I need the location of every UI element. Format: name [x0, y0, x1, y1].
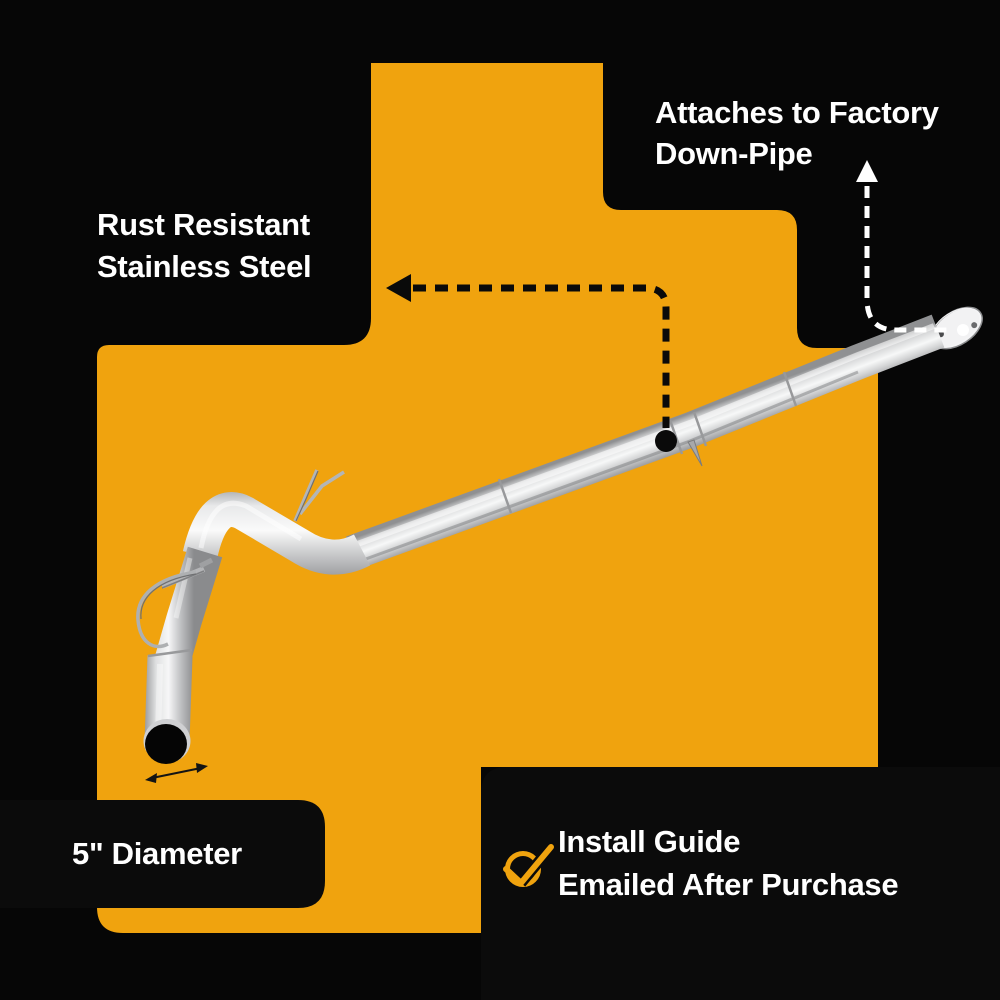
- arrow-to-downpipe-flange: [856, 160, 969, 336]
- callout-attaches-line2: Down-Pipe: [655, 136, 813, 171]
- diameter-measure-arrow: [145, 763, 208, 783]
- arrowhead-left: [386, 274, 411, 302]
- callout-rust-line2: Stainless Steel: [97, 249, 312, 284]
- label-panel-diameter: [0, 800, 325, 908]
- callout-attaches-to-factory: Attaches to Factory Down-Pipe: [655, 92, 939, 174]
- arrow-startpoint-dot: [957, 324, 969, 336]
- hanger-tab: [687, 439, 703, 467]
- hanger-wire-hook: [136, 570, 197, 649]
- check-circle-icon: [503, 843, 556, 887]
- callout-rust-line1: Rust Resistant: [97, 207, 310, 242]
- arrowhead-up: [856, 160, 878, 182]
- callout-install-line1: Install Guide: [558, 824, 741, 859]
- arrow-to-pipe-midpoint: [386, 274, 677, 452]
- arrow-endpoint-dot: [655, 430, 677, 452]
- callout-diameter: 5" Diameter: [72, 833, 242, 875]
- hanger-wire-fork: [293, 469, 345, 522]
- callout-install-line2: Emailed After Purchase: [558, 867, 899, 902]
- clamp-bolt: [198, 557, 214, 569]
- pipe-clamp-band: [160, 566, 206, 589]
- pipe-steep-leg: [154, 546, 223, 667]
- pipe-main-run: [346, 314, 945, 570]
- callout-diameter-text: 5" Diameter: [72, 836, 242, 871]
- callout-install-guide: Install Guide Emailed After Purchase: [558, 820, 899, 906]
- label-panel-install: [481, 767, 1000, 1000]
- exhaust-pipe-image: [136, 306, 983, 764]
- tip-opening: [145, 724, 187, 764]
- callout-attaches-line1: Attaches to Factory: [655, 95, 939, 130]
- callout-rust-resistant: Rust Resistant Stainless Steel: [97, 204, 312, 288]
